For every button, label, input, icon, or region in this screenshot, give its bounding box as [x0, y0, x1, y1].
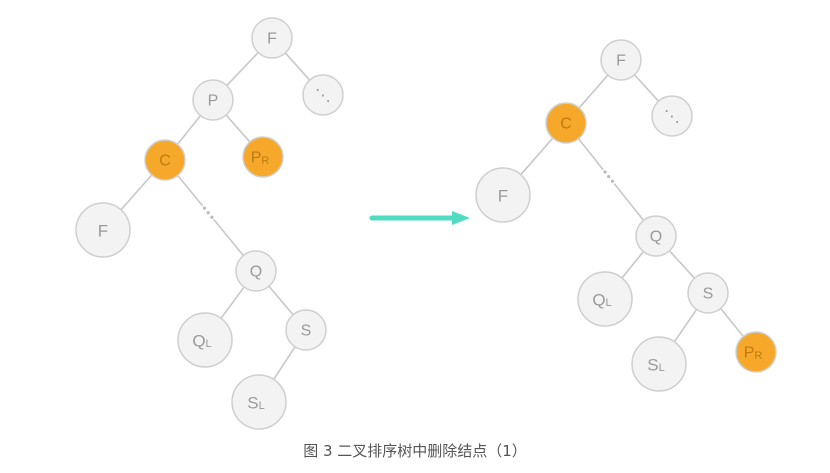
node-label: F [267, 31, 277, 48]
node-subscript: L [259, 400, 265, 412]
tree-edge [120, 174, 153, 211]
tree-node-f: F [251, 17, 293, 59]
tree-node-sl: SL [631, 336, 687, 392]
transform-arrow [369, 211, 470, 225]
node-circle [687, 272, 729, 314]
node-subscript: L [659, 362, 665, 374]
arrow-head [452, 211, 470, 225]
tree-edge [673, 309, 698, 343]
node-circle [600, 39, 642, 81]
tree-node-ql: QL [577, 271, 633, 327]
tree-node-c: C [144, 139, 186, 181]
tree-edge [268, 285, 294, 316]
node-subscript: R [261, 155, 269, 167]
node-subscript: L [606, 297, 612, 309]
node-label: S [703, 286, 714, 303]
ellipsis-dot [206, 211, 210, 215]
tree-node-s: S [687, 272, 729, 314]
tree-node-ql: QL [177, 312, 233, 368]
tree-edge [668, 250, 696, 279]
node-circle [75, 202, 131, 258]
tree-node-p: P [192, 79, 234, 121]
node-circle [631, 336, 687, 392]
tree-node-c: C [545, 102, 587, 144]
node-circle [192, 79, 234, 121]
ellipsis-dot [610, 179, 615, 183]
tree-node-ellipsis: ⋱ [302, 74, 344, 116]
node-label: Q [250, 264, 262, 281]
tree-node-f2: F [475, 167, 531, 223]
tree-edge [177, 174, 204, 207]
tree-edge [213, 218, 244, 257]
tree-node-pr: PR [242, 136, 284, 178]
after-tree: F ⋱ C F Q QL S SL PR [475, 39, 777, 392]
tree-node-q: Q [635, 215, 677, 257]
tree-edge [284, 52, 311, 81]
tree-edge [613, 183, 645, 221]
node-circle [475, 167, 531, 223]
node-circle [285, 309, 327, 351]
node-circle [302, 74, 344, 116]
node-circle [231, 374, 287, 430]
ellipsis-dot [210, 215, 214, 219]
after-tree-edges [520, 74, 744, 343]
ellipsis-dot [607, 175, 611, 179]
node-circle [577, 271, 633, 327]
tree-node-q: Q [235, 250, 277, 292]
node-subscript: L [206, 338, 212, 350]
node-label: ⋱ [315, 88, 331, 105]
before-tree: F P ⋱ C PR F Q QL S SL [75, 17, 344, 430]
node-label: C [560, 116, 572, 133]
tree-node-s: S [285, 309, 327, 351]
node-label: S [301, 323, 312, 340]
node-label: F [498, 187, 508, 206]
tree-edge [176, 115, 202, 145]
node-label: ⋱ [664, 109, 680, 126]
node-circle [651, 95, 693, 137]
tree-edge [577, 138, 604, 171]
tree-node-pr: PR [735, 331, 777, 373]
tree-edge [621, 251, 645, 279]
tree-edge [520, 137, 554, 176]
node-circle [635, 215, 677, 257]
ellipsis-dot [202, 206, 207, 210]
node-label: P [208, 93, 219, 110]
tree-edge [225, 114, 251, 143]
tree-node-ellipsis: ⋱ [651, 95, 693, 137]
before-tree-edges [120, 51, 311, 380]
node-circle [251, 17, 293, 59]
tree-edge [273, 346, 296, 380]
tree-edge [720, 308, 744, 337]
tree-node-sl: SL [231, 374, 287, 430]
node-label: F [98, 222, 108, 241]
tree-edge [578, 74, 609, 109]
node-label: Q [650, 229, 662, 246]
node-circle [545, 102, 587, 144]
tree-edge [220, 286, 245, 319]
tree-edge [226, 51, 259, 87]
node-label: C [159, 153, 171, 170]
node-circle [242, 136, 284, 178]
node-subscript: R [754, 350, 762, 362]
ellipsis-dot [603, 170, 607, 174]
node-circle [177, 312, 233, 368]
node-label: F [616, 53, 626, 70]
tree-edge [633, 74, 660, 102]
tree-node-f2: F [75, 202, 131, 258]
node-circle [144, 139, 186, 181]
figure-caption: 图 3 二叉排序树中删除结点（1） [303, 442, 527, 460]
node-circle [235, 250, 277, 292]
tree-node-f: F [600, 39, 642, 81]
node-circle [735, 331, 777, 373]
